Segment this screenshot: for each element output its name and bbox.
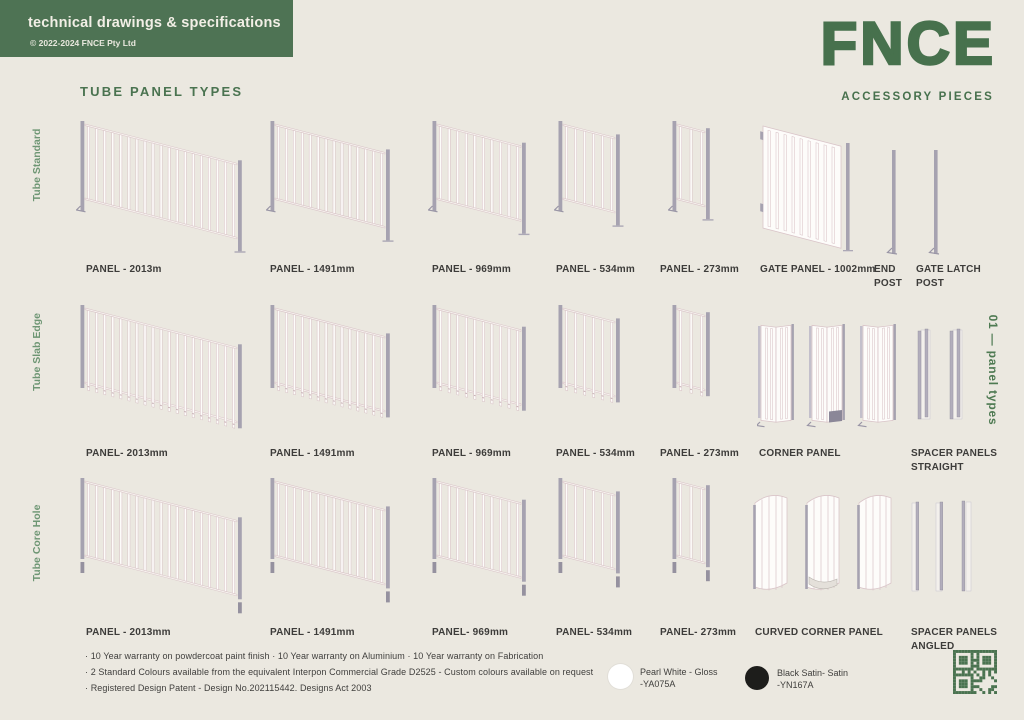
panel-label: PANEL - 273mm <box>660 264 739 275</box>
fence-panel-drawing <box>554 300 628 427</box>
panel-label: PANEL - 1491mm <box>270 448 355 459</box>
swatch-name: Black Satin- Satin <box>777 668 849 678</box>
panel-label: CORNER PANEL <box>759 448 841 459</box>
panel-label: END POST <box>874 264 903 289</box>
fence-panel-drawing <box>554 473 628 600</box>
swatch-name: Pearl White - Gloss <box>640 667 718 677</box>
curved-corner-panel-drawing <box>752 483 894 606</box>
panel-label: PANEL - 534mm <box>556 264 635 275</box>
swatch-pearl-white-label: Pearl White - Gloss -YA075A <box>640 666 718 690</box>
banner: technical drawings & specifications © 20… <box>0 0 293 57</box>
panel-label: PANEL - 969mm <box>432 448 511 459</box>
page-title: TUBE PANEL TYPES <box>80 84 244 99</box>
panel-label: PANEL - 2013m <box>86 264 162 275</box>
fence-panel-drawing <box>75 116 250 269</box>
brand-logo: FNCE <box>819 10 996 77</box>
banner-copyright: © 2022-2024 FNCE Pty Ltd <box>30 38 136 48</box>
corner-panel-drawing <box>755 312 899 445</box>
panel-label: PANEL - 534mm <box>556 448 635 459</box>
fence-panel-drawing <box>553 116 628 243</box>
qr-code <box>953 650 997 699</box>
warranty-note: · 10 Year warranty on powdercoat paint f… <box>85 651 544 661</box>
swatch-code: -YA075A <box>640 679 676 690</box>
fence-panel-drawing <box>266 473 398 615</box>
patent-note: · Registered Design Patent - Design No.2… <box>85 683 372 693</box>
swatch-code: -YN167A <box>777 680 814 691</box>
fence-panel-drawing <box>428 300 534 435</box>
spacer-panels-angled-drawing <box>906 487 980 602</box>
panel-label: PANEL - 2013mm <box>86 627 171 638</box>
fence-panel-drawing <box>76 473 250 626</box>
panel-label: PANEL- 2013mm <box>86 448 168 459</box>
panel-label: PANEL - 1491mm <box>270 264 355 275</box>
swatch-pearl-white <box>608 664 633 689</box>
spacer-panels-straight-drawing <box>912 315 970 430</box>
row-label-tube-slab-edge: Tube Slab Edge <box>31 313 43 391</box>
fence-panel-drawing <box>76 300 250 453</box>
row-label-tube-core-hole: Tube Core Hole <box>31 504 43 582</box>
accessory-pieces-heading: ACCESSORY PIECES <box>841 91 994 103</box>
colours-note: · 2 Standard Colours available from the … <box>85 667 594 677</box>
fence-panel-drawing <box>668 300 718 421</box>
gate-panel-drawing <box>754 118 856 263</box>
panel-label: PANEL - 969mm <box>432 264 511 275</box>
fence-panel-drawing <box>266 300 398 442</box>
fence-panel-drawing <box>428 473 534 608</box>
fence-panel-drawing <box>667 116 718 237</box>
swatch-black-satin <box>745 666 769 690</box>
panel-label: PANEL- 273mm <box>660 627 737 638</box>
panel-label: GATE PANEL - 1002mm <box>760 264 876 275</box>
panel-label: PANEL- 969mm <box>432 627 509 638</box>
panel-label: PANEL- 534mm <box>556 627 633 638</box>
end-post-drawing <box>882 140 906 269</box>
panel-label: PANEL - 273mm <box>660 448 739 459</box>
panel-label: GATE LATCH POST <box>916 264 981 289</box>
row-label-tube-standard: Tube Standard <box>31 128 43 202</box>
fence-panel-drawing <box>427 116 534 251</box>
swatch-black-satin-label: Black Satin- Satin -YN167A <box>777 667 848 691</box>
fence-panel-drawing <box>668 473 718 594</box>
banner-title: technical drawings & specifications <box>28 15 281 31</box>
side-tab-panel-types: 01 — panel types <box>986 314 1000 426</box>
panel-label: SPACER PANELS STRAIGHT <box>911 448 998 473</box>
panel-label: PANEL - 1491mm <box>270 627 355 638</box>
fence-panel-drawing <box>265 116 398 258</box>
gate-latch-post-drawing <box>924 140 948 269</box>
panel-label: CURVED CORNER PANEL <box>755 627 883 638</box>
panel-label: SPACER PANELS ANGLED <box>911 627 998 652</box>
